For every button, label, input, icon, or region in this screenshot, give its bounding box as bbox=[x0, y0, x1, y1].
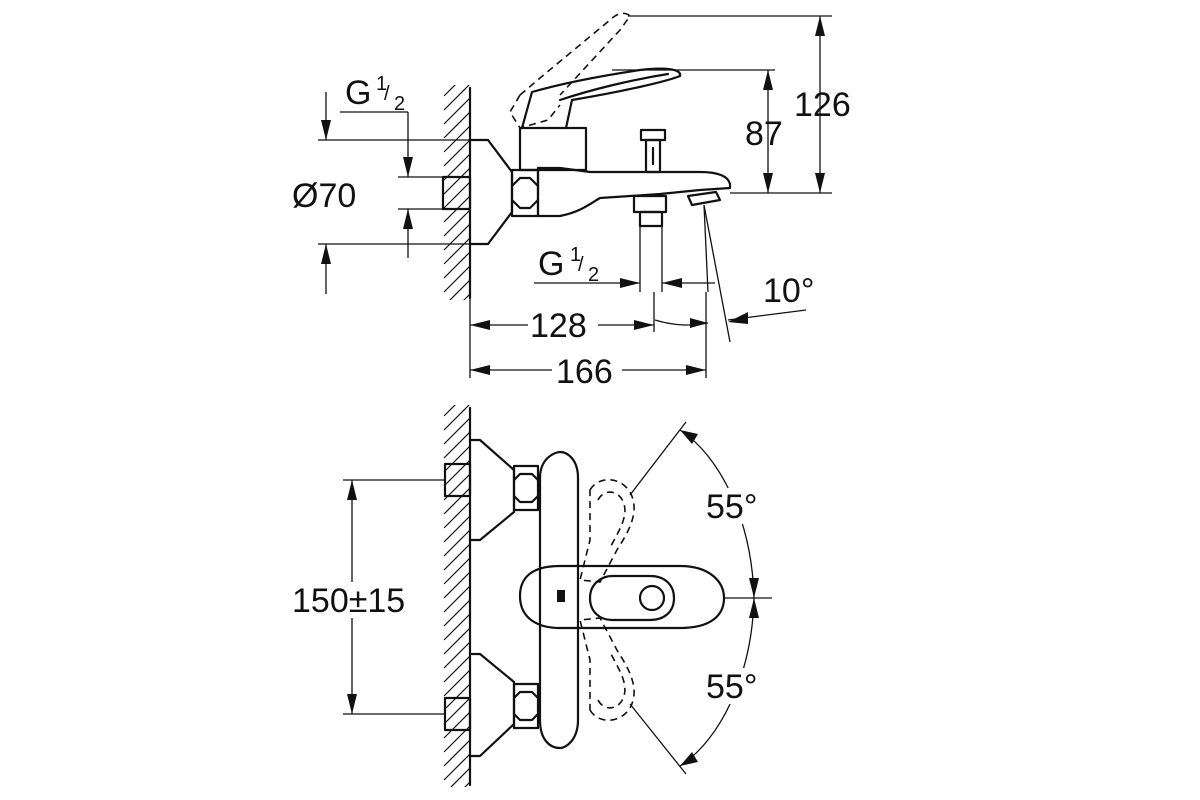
dimension-total-projection: 166 bbox=[469, 292, 707, 391]
lever-rotation-down-label: 55° bbox=[706, 668, 757, 706]
mixer-body bbox=[518, 126, 732, 218]
dimension-outlet-distance: 128 bbox=[470, 292, 655, 345]
wall-hatch-line bbox=[464, 781, 470, 787]
wall-hatch-line bbox=[450, 767, 470, 787]
wall-hatch-line bbox=[443, 711, 470, 739]
wall-hatch-line bbox=[443, 405, 456, 417]
dimension-spout-height: 87 bbox=[745, 70, 783, 193]
lever-rotation-up-label: 55° bbox=[706, 488, 757, 526]
wall-hatch-line bbox=[443, 209, 470, 237]
wall-hatch-line bbox=[443, 111, 470, 139]
indicator-mark bbox=[557, 590, 565, 602]
wall-hatch-line bbox=[443, 431, 470, 459]
wall-hatch-line bbox=[443, 753, 470, 781]
dimension-spout-height-label: 87 bbox=[745, 115, 783, 153]
wall-hatch-line bbox=[463, 293, 470, 300]
wall-hatch-line bbox=[443, 697, 470, 725]
wall-hatch-line bbox=[443, 585, 470, 613]
wall-hatch-line bbox=[443, 167, 470, 195]
outlet-thread-letter: G bbox=[538, 245, 564, 283]
outlet-thread-callout: G 1 / 2 bbox=[534, 244, 715, 288]
wall-hatch-line bbox=[443, 515, 470, 543]
lever-handle bbox=[520, 67, 682, 130]
outlet-thread-numerator: 1 bbox=[570, 244, 581, 266]
wall-hatch-line bbox=[443, 655, 470, 683]
mixer-body-top-view bbox=[538, 450, 580, 750]
wall-flange bbox=[468, 138, 514, 246]
top-view: 150±15 55° 55° bbox=[290, 405, 780, 787]
lever-raised-outline bbox=[509, 12, 832, 129]
wall-hatch-line bbox=[443, 739, 470, 767]
inlet-thread-callout: G 1 / 2 bbox=[340, 73, 443, 258]
wall-hatch-line bbox=[443, 223, 470, 251]
lower-wall-connection bbox=[443, 652, 540, 758]
wall-top-view bbox=[443, 405, 472, 787]
outlet-thread-slash: / bbox=[578, 254, 584, 276]
outlet-connection bbox=[632, 194, 668, 292]
wall-hatch-line bbox=[443, 97, 470, 125]
wall-hatch-line bbox=[443, 571, 470, 599]
inlet-thread-numerator: 1 bbox=[376, 73, 387, 95]
inlet-thread-letter: G bbox=[345, 74, 371, 112]
lever-rotation-dimensions: 55° 55° bbox=[629, 421, 780, 775]
outlet-thread-denominator: 2 bbox=[588, 264, 599, 286]
wall-hatch-line bbox=[443, 557, 470, 585]
dimension-connection-spacing-label: 150±15 bbox=[292, 582, 405, 620]
wall-side-view bbox=[443, 85, 472, 300]
wall-hatch-line bbox=[443, 669, 470, 697]
wall-hatch-line bbox=[443, 543, 470, 571]
side-view: 126 87 G 1 / 2 bbox=[292, 12, 851, 391]
dimension-connection-spacing: 150±15 bbox=[290, 479, 445, 715]
wall-hatch-line bbox=[443, 251, 470, 279]
wall-hatch-line bbox=[443, 417, 470, 445]
diverter-knob bbox=[639, 128, 667, 174]
wall-hatch-line bbox=[443, 627, 470, 655]
dimension-total-height: 126 bbox=[794, 16, 851, 193]
inlet-thread-label: G bbox=[345, 74, 371, 112]
upper-wall-connection bbox=[443, 438, 540, 542]
wall-hatch-line bbox=[443, 85, 470, 111]
lever-handle-top-view bbox=[518, 564, 726, 630]
flange-diameter-dimension: Ø70 bbox=[292, 92, 488, 294]
wall-hatch-line bbox=[443, 599, 470, 627]
lever-rotated-outlines bbox=[578, 478, 635, 722]
wall-hatch-line bbox=[443, 85, 456, 97]
wall-hatch-line bbox=[443, 529, 470, 557]
wall-hatch-line bbox=[443, 487, 470, 515]
wall-hatch-line bbox=[449, 279, 470, 300]
wall-hatch-line bbox=[443, 405, 470, 431]
spout-aerator bbox=[686, 190, 731, 343]
dimension-total-projection-label: 166 bbox=[556, 353, 613, 391]
wall-hatch-line bbox=[443, 139, 470, 167]
wall-hatch-line bbox=[443, 153, 470, 181]
hex-nut bbox=[510, 168, 540, 218]
wall-hatch-line bbox=[443, 265, 470, 293]
wall-hatch-line bbox=[443, 613, 470, 641]
spout-angle-label: 10° bbox=[763, 272, 814, 310]
flange-diameter-label: Ø70 bbox=[292, 177, 356, 215]
inlet-connector bbox=[441, 175, 472, 211]
inlet-thread-slash: / bbox=[384, 83, 390, 105]
wall-hatch-line bbox=[443, 237, 470, 265]
dimension-outlet-distance-label: 128 bbox=[530, 307, 587, 345]
dimension-total-height-label: 126 bbox=[794, 86, 851, 124]
wall-hatch-line bbox=[443, 641, 470, 669]
wall-hatch-line bbox=[443, 501, 470, 529]
inlet-thread-denominator: 2 bbox=[394, 93, 405, 115]
wall-hatch-line bbox=[443, 181, 470, 209]
wall-hatch-line bbox=[443, 445, 470, 473]
wall-hatch-line bbox=[443, 125, 470, 153]
spout-angle-dimension: 10° bbox=[654, 272, 814, 328]
